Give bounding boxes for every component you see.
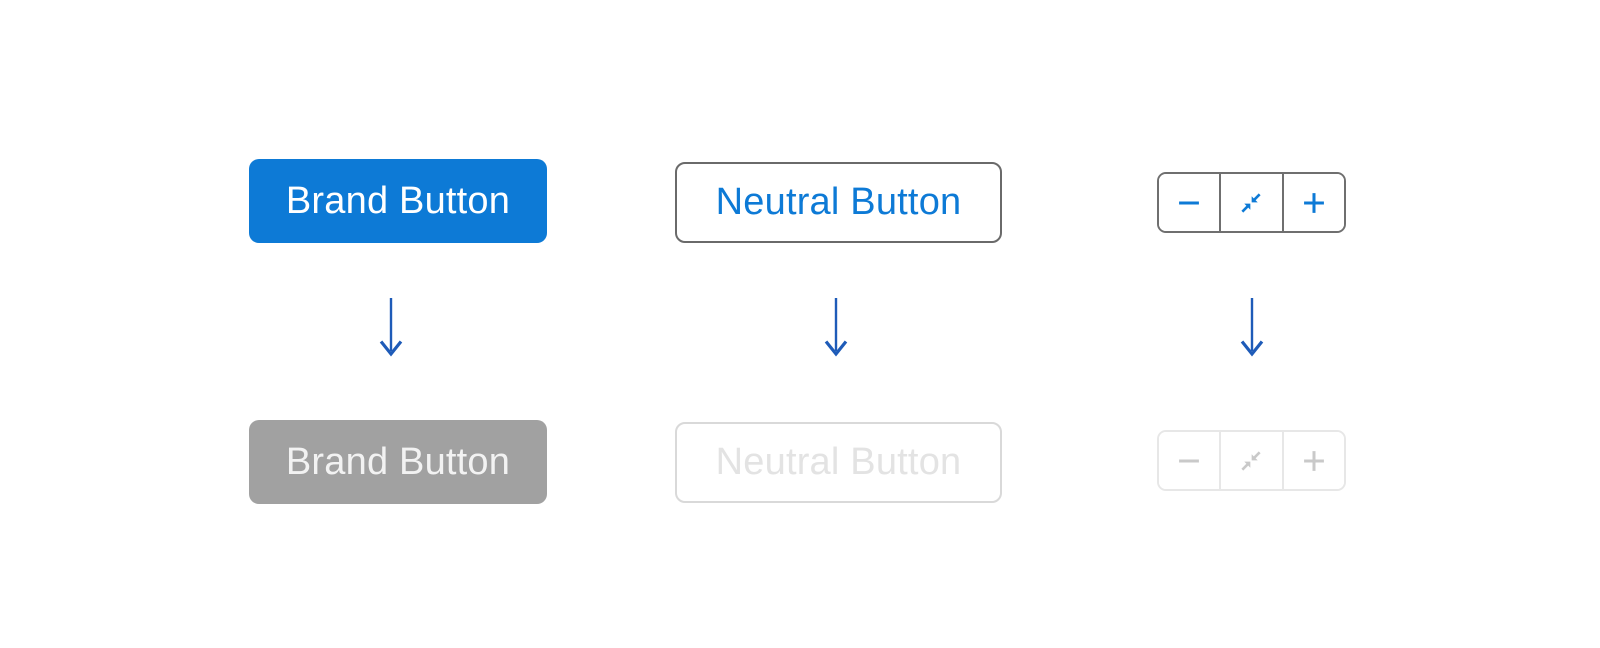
neutral-button[interactable]: Neutral Button bbox=[675, 162, 1002, 243]
increment-button-disabled bbox=[1281, 432, 1344, 489]
brand-button[interactable]: Brand Button bbox=[249, 159, 547, 243]
plus-icon bbox=[1300, 189, 1328, 217]
down-arrow-icon bbox=[1237, 296, 1267, 360]
decrement-button-disabled bbox=[1159, 432, 1220, 489]
down-arrow-icon bbox=[376, 296, 406, 360]
collapse-button-disabled bbox=[1219, 432, 1282, 489]
stepper-group-disabled bbox=[1157, 430, 1346, 491]
plus-icon bbox=[1300, 447, 1328, 475]
collapse-button[interactable] bbox=[1219, 174, 1282, 231]
neutral-button-disabled: Neutral Button bbox=[675, 422, 1002, 503]
collapse-icon bbox=[1238, 190, 1264, 216]
minus-icon bbox=[1175, 447, 1203, 475]
down-arrow-icon bbox=[821, 296, 851, 360]
decrement-button[interactable] bbox=[1159, 174, 1220, 231]
collapse-icon bbox=[1238, 448, 1264, 474]
increment-button[interactable] bbox=[1281, 174, 1344, 231]
minus-icon bbox=[1175, 189, 1203, 217]
stepper-group bbox=[1157, 172, 1346, 233]
brand-button-disabled: Brand Button bbox=[249, 420, 547, 504]
